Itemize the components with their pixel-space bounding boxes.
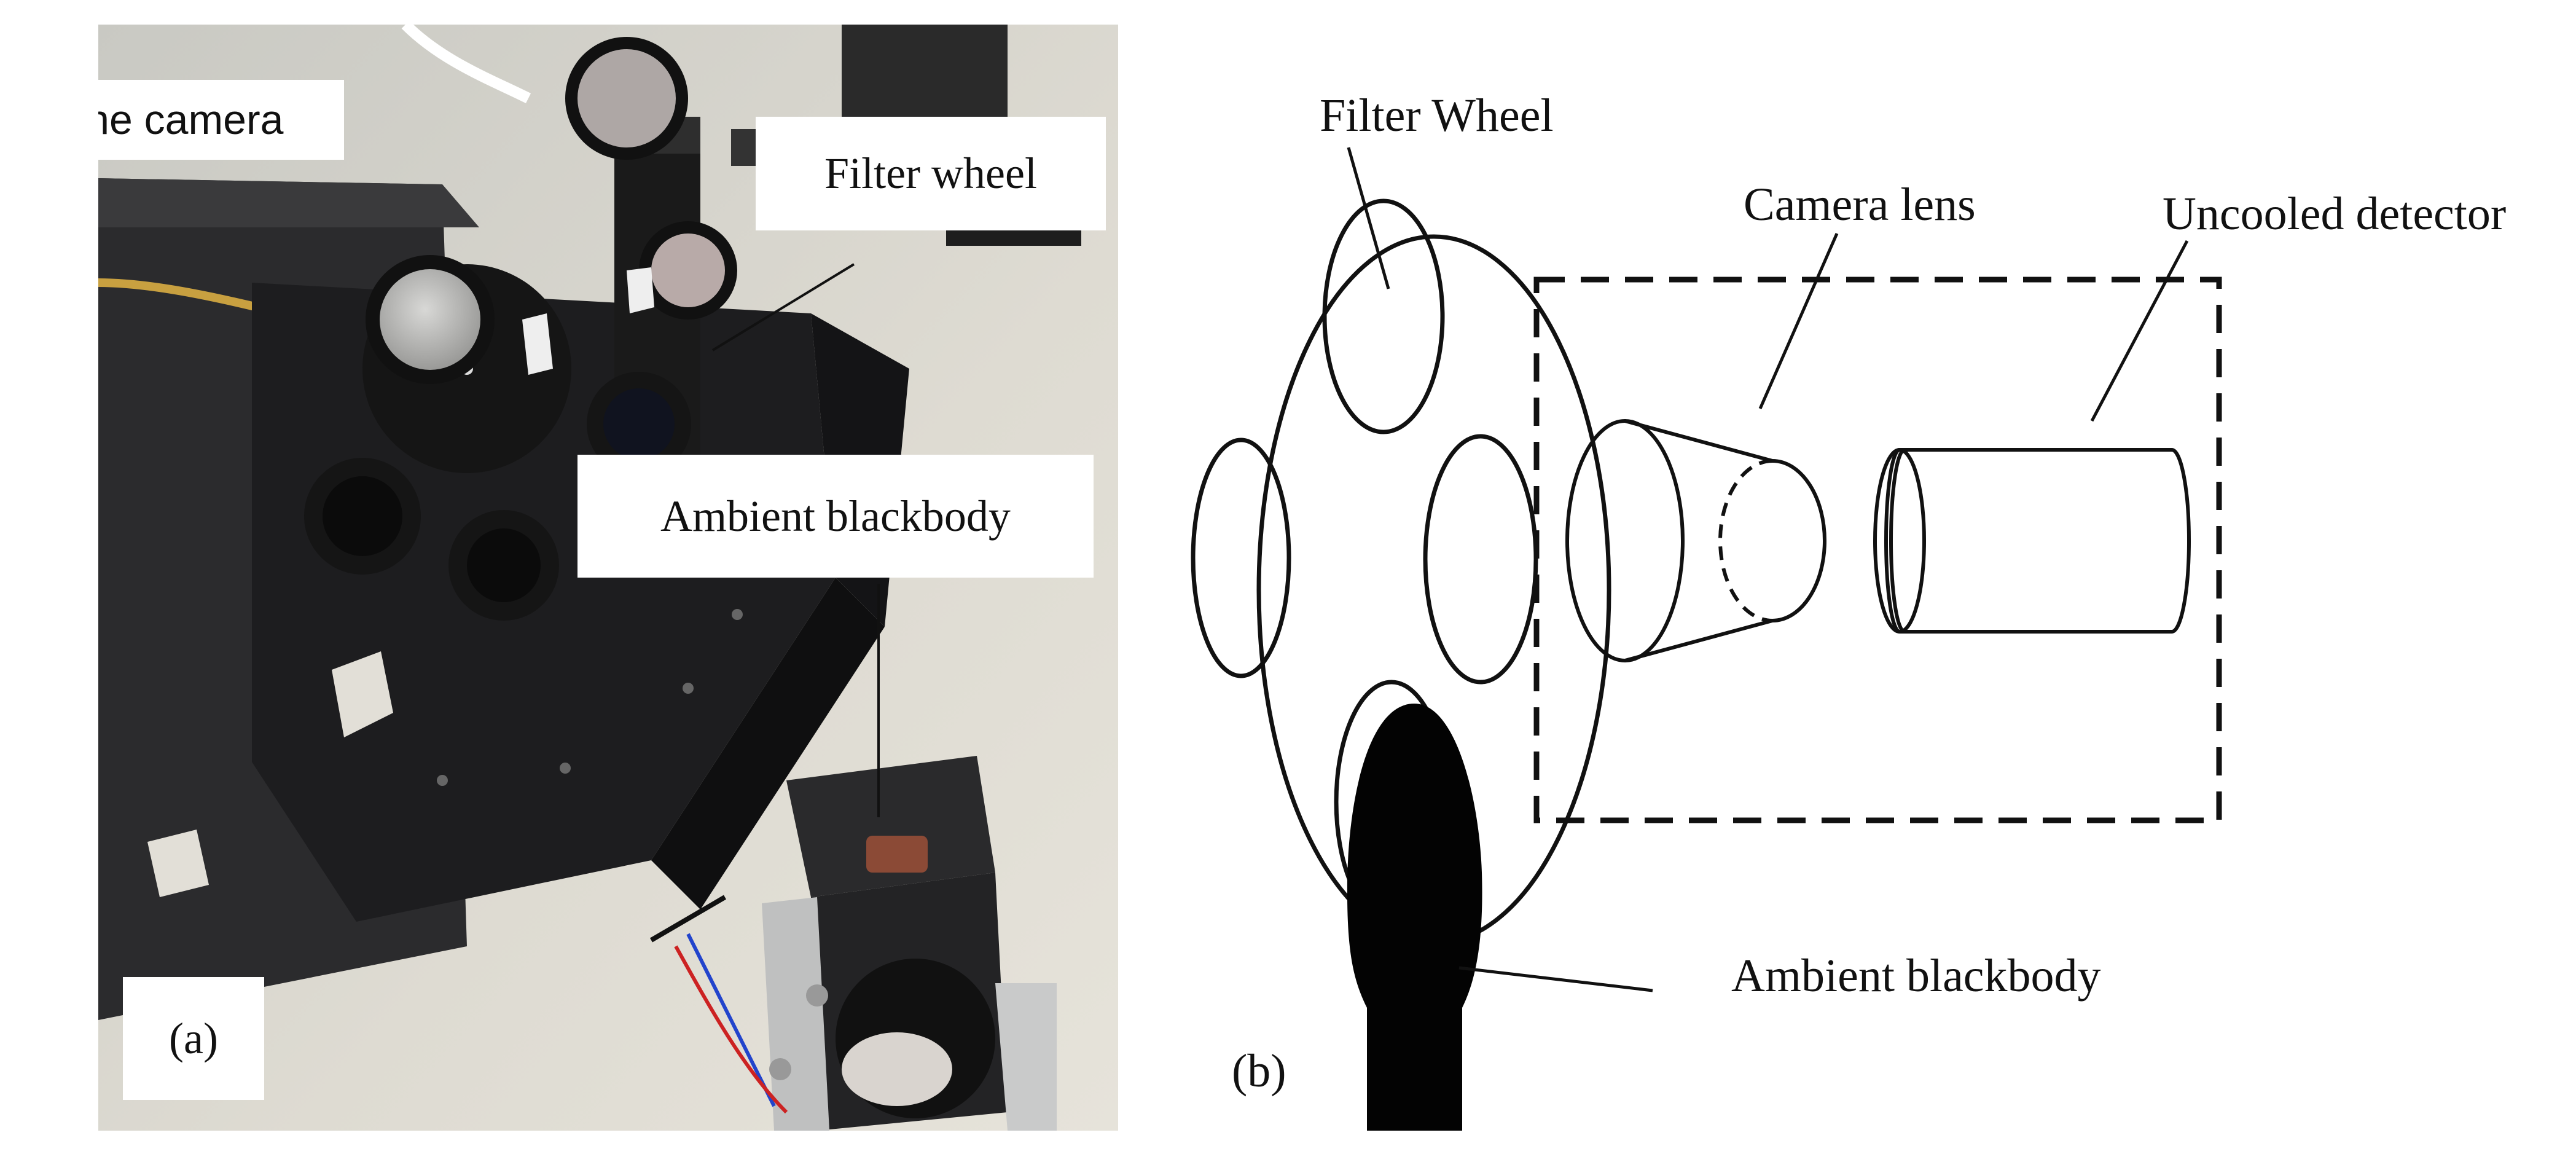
- label-ambient-blackbody-text: Ambient blackbody: [660, 491, 1011, 541]
- schematic-diagram: [1191, 147, 2222, 1131]
- label-uncooled-detector: Uncooled detector: [2163, 188, 2507, 240]
- photo-panel: The camera Filter wheel Ambient blackbod…: [98, 25, 1118, 1131]
- filter-slot-left: [1191, 438, 1291, 678]
- panel-a-marker: (a): [123, 977, 264, 1100]
- camera-lens-leader: [1758, 232, 1839, 410]
- filter-wheel-leader: [711, 263, 855, 351]
- blackbody-leader-b: [1458, 966, 1653, 992]
- ambient-blackbody-shape: [1347, 704, 1482, 1131]
- filter-wheel-leader-b: [1347, 147, 1390, 289]
- diagram-panel: Filter Wheel Camera lens Uncooled detect…: [1167, 0, 2576, 1154]
- label-camera-lens: Camera lens: [1744, 179, 1976, 230]
- detector-leader: [2090, 240, 2189, 422]
- label-the-camera-text: The camera: [98, 96, 284, 143]
- label-filter-wheel-b: Filter Wheel: [1320, 90, 1554, 141]
- label-ambient-blackbody-b: Ambient blackbody: [1731, 950, 2101, 1002]
- panel-b-marker: (b): [1232, 1045, 1286, 1097]
- filter-slot-right: [1423, 434, 1538, 685]
- label-filter-wheel: Filter wheel: [756, 117, 1106, 230]
- camera-housing-dashed-box: [1533, 277, 2222, 823]
- panel-a-marker-text: (a): [169, 1013, 218, 1063]
- camera-lens-shape: [1565, 419, 1826, 662]
- label-ambient-blackbody: Ambient blackbody: [577, 455, 1094, 578]
- uncooled-detector-shape: [1873, 448, 2191, 634]
- label-filter-wheel-text: Filter wheel: [824, 149, 1037, 198]
- label-the-camera: The camera: [98, 80, 344, 160]
- filter-slot-top: [1322, 198, 1445, 434]
